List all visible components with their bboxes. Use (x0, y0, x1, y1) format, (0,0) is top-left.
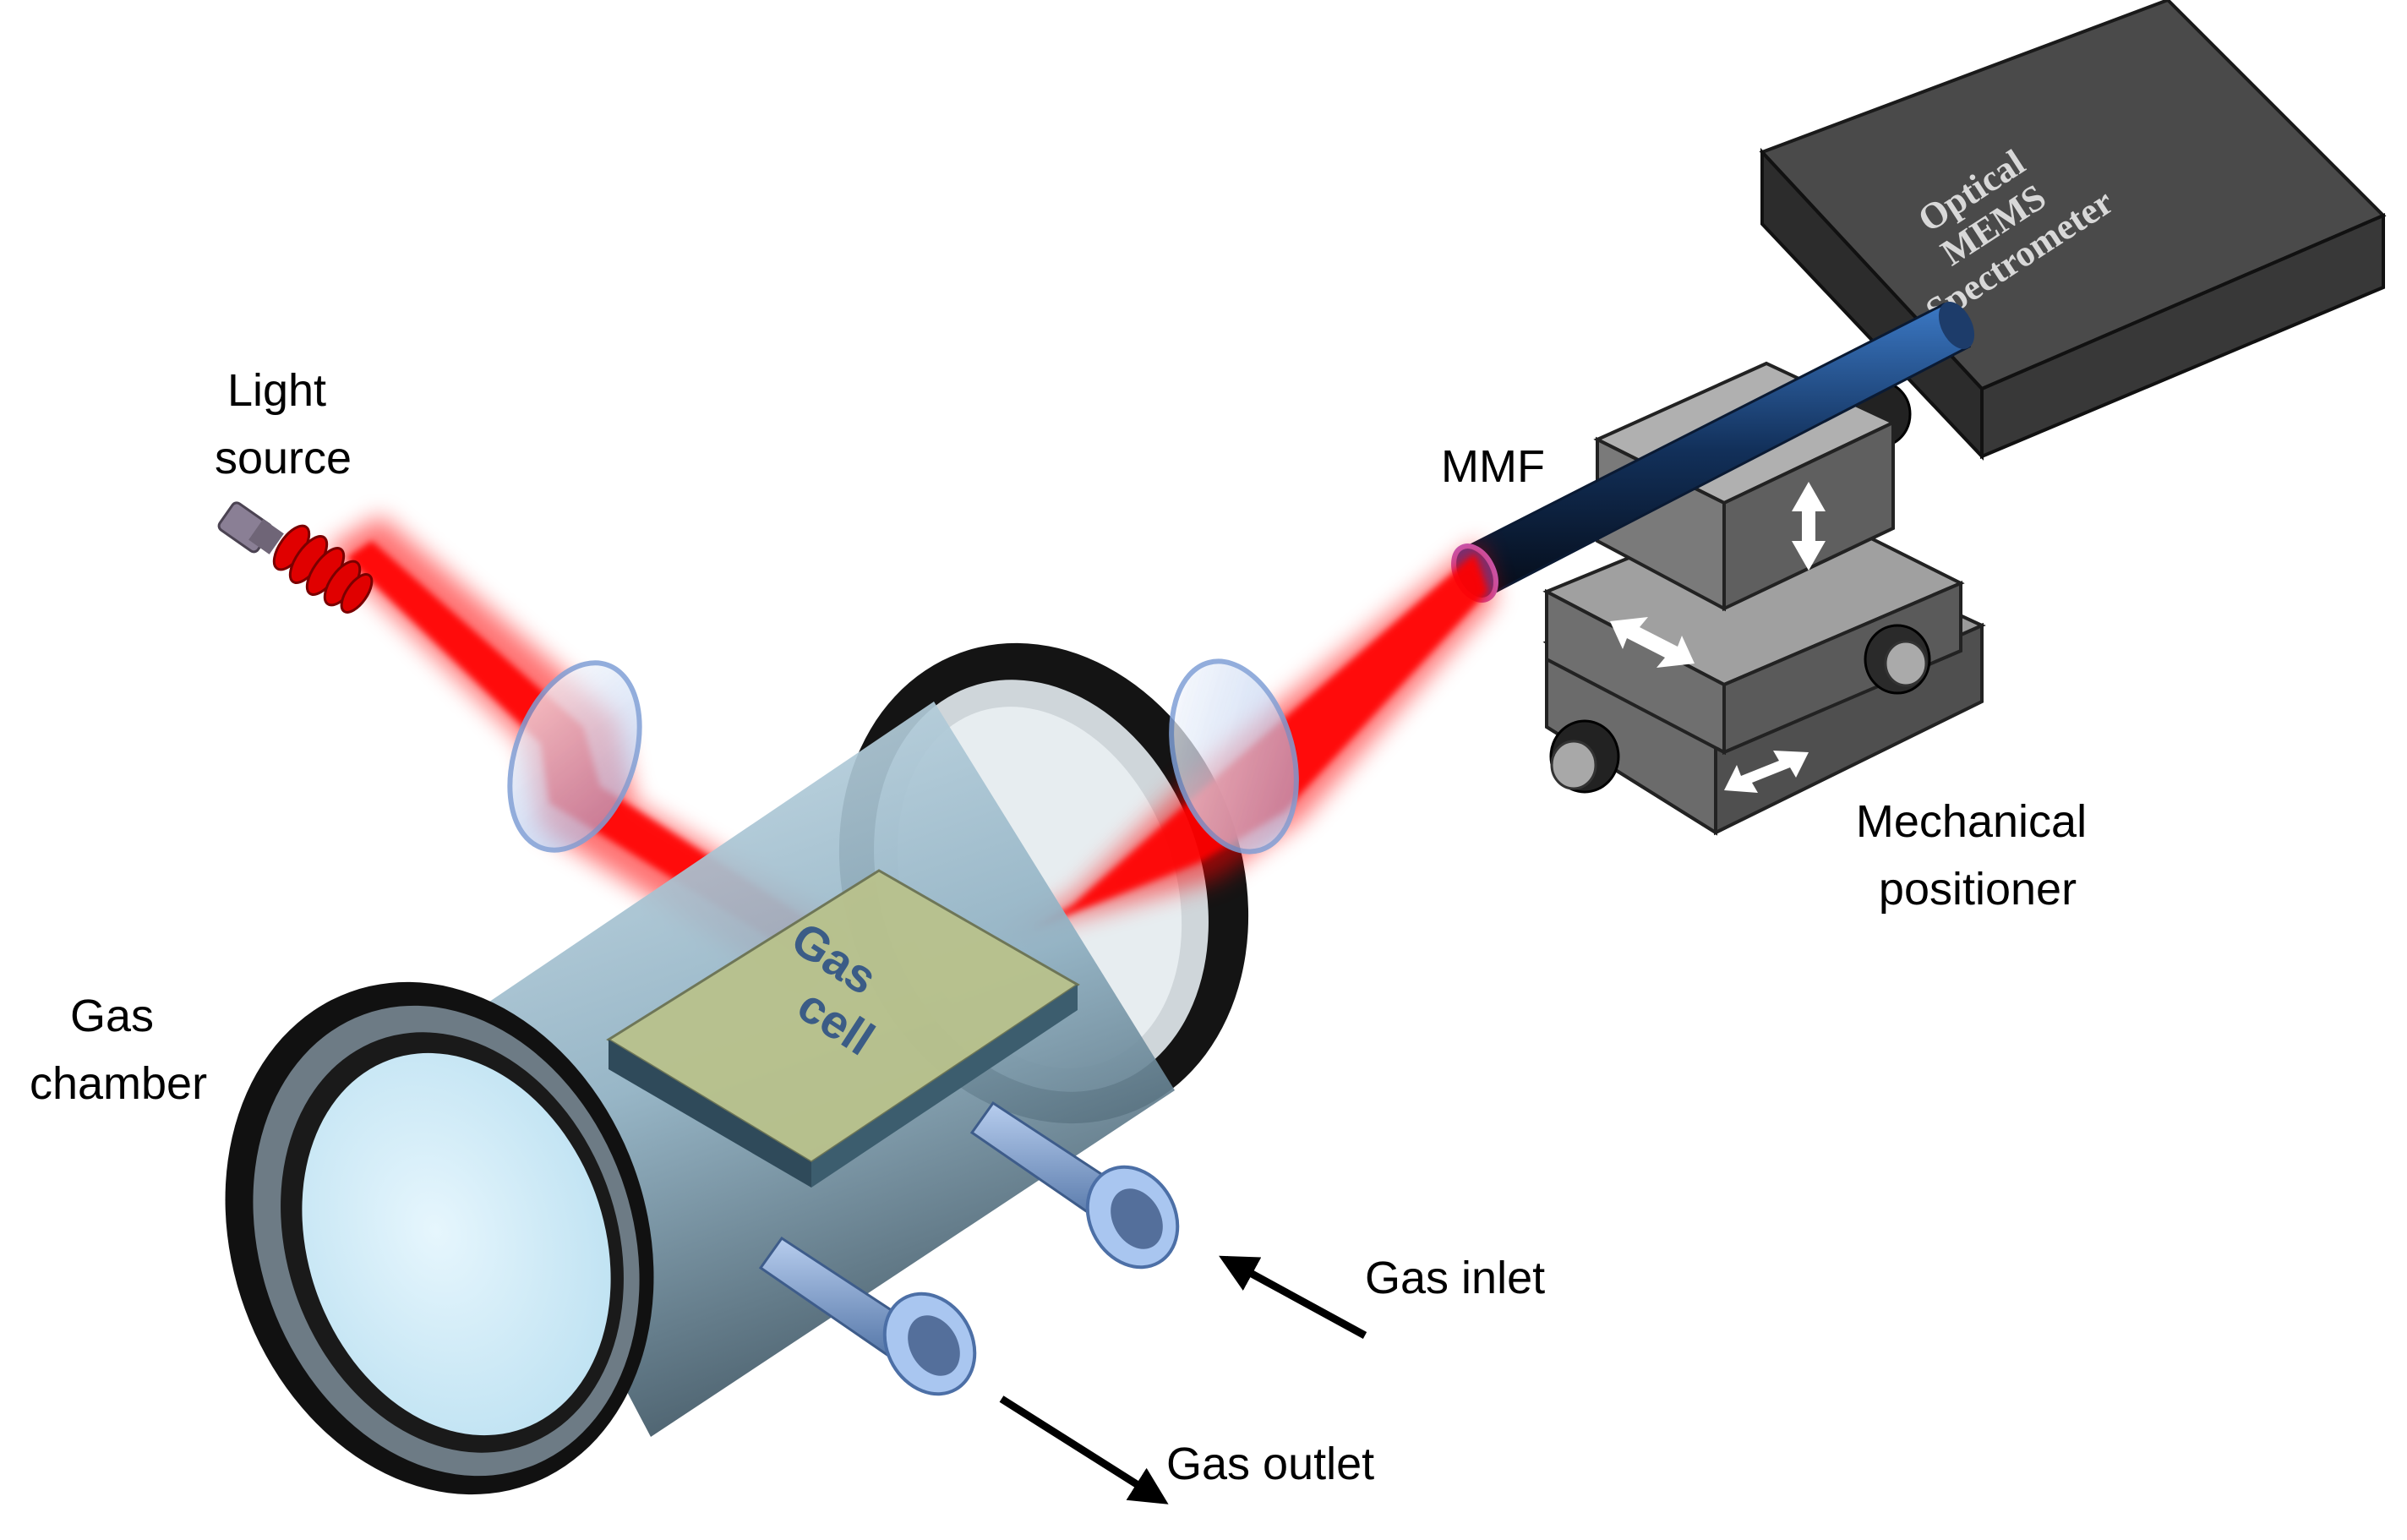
knob-right (1864, 624, 1931, 695)
light-source-label-line2: source (215, 433, 352, 483)
light-source-label-line1: Light (227, 365, 326, 416)
output-lens (1169, 658, 1299, 855)
chamber-front-ring (225, 981, 654, 1495)
gas-outlet-port (758, 1236, 977, 1396)
light-source (217, 501, 374, 614)
knob-left (1549, 719, 1620, 794)
gas-inlet-port (969, 1100, 1180, 1270)
horizontal-motion-arrow-upper (1610, 617, 1695, 668)
mechanical-positioner-label-line1: Mechanical (1856, 796, 2087, 847)
gas-cell: Gas cell (606, 869, 1080, 1188)
gas-outlet-label: Gas outlet (1166, 1439, 1374, 1489)
mechanical-positioner-label: Mechanical positioner (1856, 796, 2099, 915)
optical-mems-spectrometer: Optical MEMS Spectrometer (1759, 0, 2387, 461)
gas-inlet-label: Gas inlet (1365, 1253, 1545, 1303)
input-lens (507, 660, 642, 853)
gas-chamber-label: Gas chamber (30, 991, 207, 1109)
light-source-label: Light source (215, 365, 352, 483)
gas-outlet-arrow (999, 1395, 1169, 1505)
gas-inlet-arrow (1219, 1255, 1367, 1339)
mmf-label: MMF (1441, 441, 1545, 492)
mechanical-positioner-label-line2: positioner (1879, 864, 2077, 915)
vertical-motion-arrow (1792, 482, 1826, 571)
gas-chamber-label-line2: chamber (30, 1058, 207, 1109)
horizontal-motion-arrow-lower (1724, 751, 1809, 793)
mechanical-positioner (1542, 361, 1986, 836)
gas-chamber-label-line1: Gas (70, 991, 154, 1041)
chamber-window (302, 1052, 611, 1436)
